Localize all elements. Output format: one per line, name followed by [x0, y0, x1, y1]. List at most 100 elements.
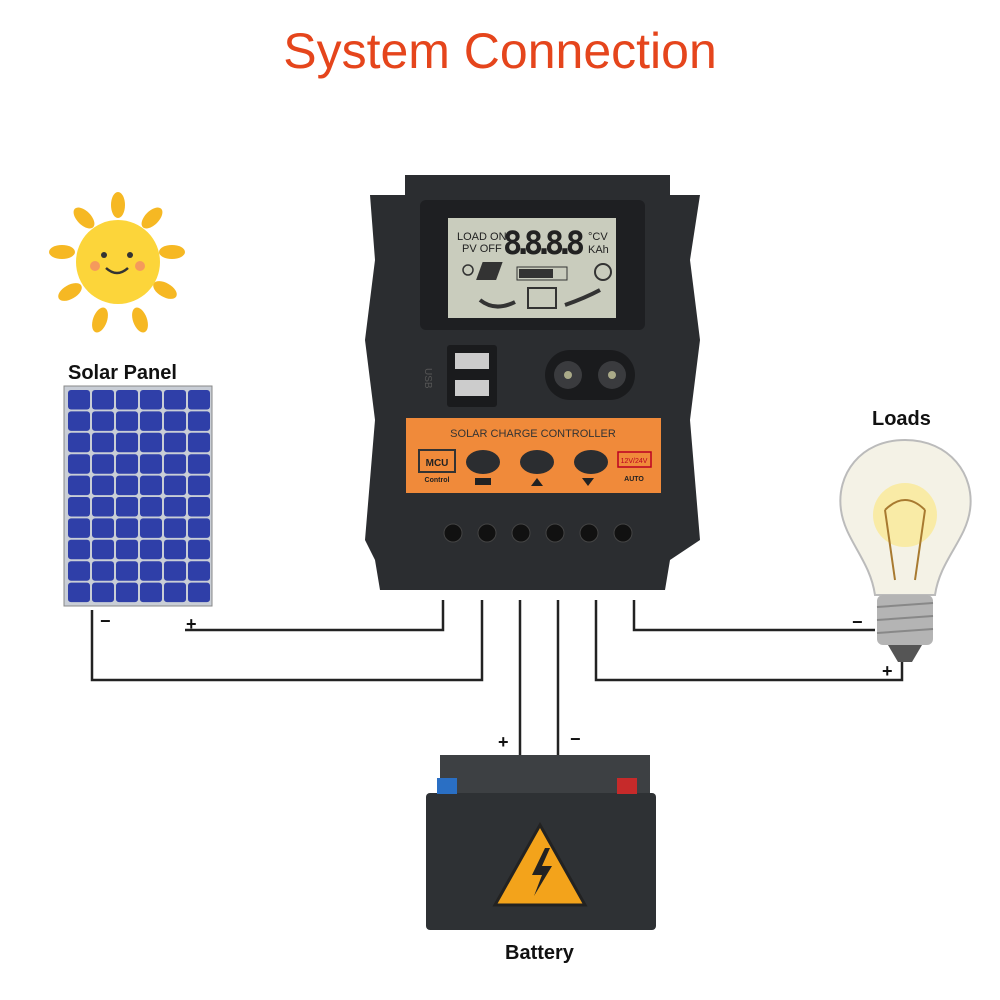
solar-cell — [164, 497, 186, 517]
lcd-sun-icon — [462, 264, 474, 276]
solar-panel-label: Solar Panel — [68, 362, 177, 384]
solar-cell — [116, 454, 138, 474]
terminal-screw — [443, 523, 463, 543]
lcd-unit-bottom: KAh — [588, 244, 609, 256]
lcd-pv-off: PV OFF — [462, 243, 502, 255]
controller-title: SOLAR CHARGE CONTROLLER — [450, 428, 616, 440]
solar-panel-icon — [63, 385, 213, 607]
mcu-sub-label: Control — [425, 477, 450, 484]
load-minus-sign: − — [852, 612, 863, 632]
solar-cell — [92, 432, 114, 453]
charge-controller: LOAD ON PV OFF 8.8.8.8 °CV KAh USB SOLAR… — [365, 175, 700, 590]
solar-cell — [140, 582, 162, 603]
lcd-digits: 8.8.8.8 — [503, 224, 585, 262]
solar-cell — [140, 411, 162, 431]
solar-cell — [68, 582, 90, 603]
solar-cell — [68, 497, 90, 517]
solar-cell — [116, 539, 138, 560]
solar-cell — [140, 497, 162, 517]
diagram-title: System Connection — [283, 23, 717, 79]
battery-negative-terminal — [617, 778, 637, 794]
battery-icon — [426, 755, 656, 930]
lcd-load-on: LOAD ON — [457, 231, 507, 243]
battery-minus-sign: − — [570, 729, 581, 749]
sun-icon — [49, 192, 185, 333]
solar-cell — [140, 390, 162, 410]
solar-cell — [140, 539, 162, 560]
solar-cell — [68, 432, 90, 453]
solar-cell — [92, 582, 114, 603]
solar-cell — [68, 390, 90, 410]
loads-label: Loads — [872, 408, 931, 430]
solar-cell — [188, 582, 210, 603]
menu-button[interactable] — [466, 450, 500, 474]
solar-cell — [164, 561, 186, 581]
solar-cell — [140, 561, 162, 581]
solar-cell — [188, 411, 210, 431]
solar-cell — [92, 518, 114, 538]
lcd-panel-icon — [476, 262, 503, 280]
solar-cell — [92, 390, 114, 410]
terminal-screw — [511, 523, 531, 543]
solar-cell — [188, 518, 210, 538]
terminal-screw — [613, 523, 633, 543]
solar-cell — [92, 475, 114, 496]
battery-label: Battery — [505, 942, 574, 964]
solar-cell — [116, 561, 138, 581]
panel-minus-sign: − — [100, 611, 111, 631]
mcu-label: MCU — [426, 458, 449, 469]
load-plus-sign: + — [882, 661, 893, 681]
solar-cell — [116, 411, 138, 431]
solar-cell — [116, 497, 138, 517]
solar-cell — [188, 432, 210, 453]
lcd-screen — [448, 218, 616, 318]
solar-cell — [68, 454, 90, 474]
up-button[interactable] — [520, 450, 554, 474]
solar-cell — [164, 539, 186, 560]
auto-label: AUTO — [624, 476, 644, 483]
solar-cell — [188, 475, 210, 496]
lcd-battery-level-icon — [516, 266, 568, 281]
solar-cell — [164, 390, 186, 410]
solar-cell — [116, 432, 138, 453]
solar-cell — [164, 518, 186, 538]
usb-label: USB — [422, 368, 433, 389]
lcd-bulb-icon — [594, 263, 612, 281]
load-negative-wire — [632, 600, 875, 632]
solar-cell — [164, 454, 186, 474]
solar-cell — [92, 539, 114, 560]
lcd-arrow-left — [478, 298, 516, 309]
panel-plus-sign: + — [186, 614, 197, 634]
solar-cell — [116, 582, 138, 603]
solar-cell — [116, 390, 138, 410]
solar-cell — [164, 432, 186, 453]
wires — [90, 600, 904, 755]
solar-cell — [68, 561, 90, 581]
panel-negative-wire — [90, 600, 484, 682]
solar-cell — [164, 582, 186, 603]
lcd-arrow-right — [564, 288, 601, 307]
terminal-screw — [477, 523, 497, 543]
terminal-screw — [545, 523, 565, 543]
solar-cell — [68, 411, 90, 431]
solar-cell — [188, 390, 210, 410]
light-bulb-icon — [839, 438, 972, 662]
solar-cell — [68, 539, 90, 560]
solar-cell — [188, 454, 210, 474]
load-positive-wire — [594, 600, 904, 682]
solar-cell — [116, 518, 138, 538]
solar-cell — [116, 475, 138, 496]
solar-cell — [140, 454, 162, 474]
solar-cell — [68, 475, 90, 496]
terminal-screw — [579, 523, 599, 543]
solar-cell — [140, 475, 162, 496]
solar-cell — [164, 475, 186, 496]
solar-cell — [92, 454, 114, 474]
down-button[interactable] — [574, 450, 608, 474]
solar-cell — [188, 497, 210, 517]
voltage-label: 12V/24V — [621, 458, 648, 465]
solar-cell — [68, 518, 90, 538]
solar-cell — [188, 539, 210, 560]
battery-plus-sign: + — [498, 732, 509, 752]
